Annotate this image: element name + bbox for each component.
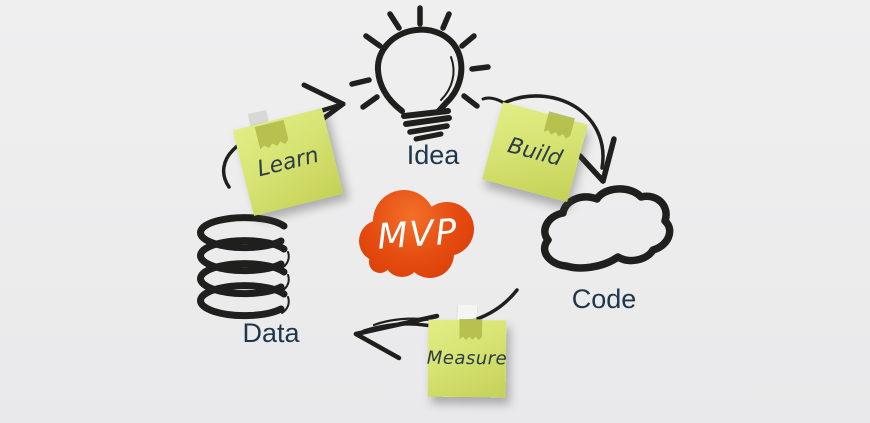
idea-label: Idea (406, 140, 460, 170)
arrow-build-to-code (481, 94, 617, 184)
cloud-icon (540, 185, 674, 272)
data-label: Data (242, 318, 300, 348)
mvp-label: MVP (376, 212, 460, 258)
lightbulb-icon (349, 5, 491, 142)
database-icon (197, 214, 290, 320)
code-label: Code (571, 284, 637, 314)
sticky-note-measure: Measure (426, 304, 508, 398)
measure-note-label: Measure (426, 347, 508, 370)
mvp-cloud-shape (359, 190, 474, 278)
